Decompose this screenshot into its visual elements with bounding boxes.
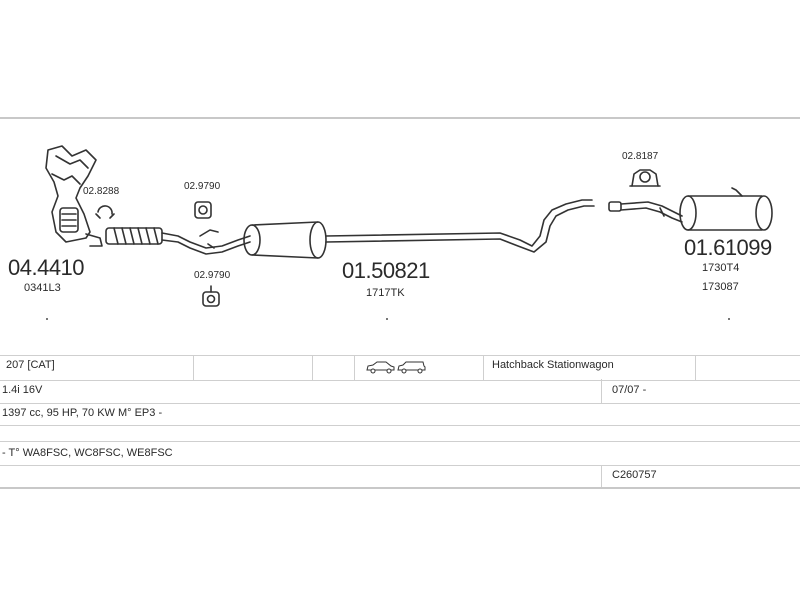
rear-marker bbox=[728, 318, 730, 320]
middle-part-number: 01.50821 bbox=[342, 258, 430, 283]
manifold-part[interactable] bbox=[45, 145, 103, 247]
flex-pipe-part[interactable] bbox=[105, 227, 163, 245]
engine-cell: 1.4i 16V bbox=[2, 384, 43, 396]
stationwagon-car-icon bbox=[397, 361, 426, 374]
middle-sub-number: 1717TK bbox=[366, 287, 405, 299]
clamp-part[interactable] bbox=[95, 205, 115, 219]
mount1-part[interactable] bbox=[194, 201, 212, 219]
codes-cell: - T° WA8FSC, WC8FSC, WE8FSC bbox=[2, 447, 173, 459]
date-cell: 07/07 - bbox=[612, 384, 647, 396]
body-icons bbox=[366, 360, 426, 377]
table-row-specs: 1397 cc, 95 HP, 70 KW M° EP3 - bbox=[0, 403, 800, 426]
specs-cell: 1397 cc, 95 HP, 70 KW M° EP3 - bbox=[2, 407, 163, 419]
rear-mount-part[interactable] bbox=[629, 169, 661, 187]
table-row-ref: C260757 bbox=[0, 465, 800, 489]
ref-cell: C260757 bbox=[612, 469, 657, 481]
table-row-engine: 1.4i 16V 07/07 - bbox=[0, 379, 800, 404]
table-row-model: 207 [CAT] Hatchback Stationwagon bbox=[0, 355, 800, 381]
mount1-part-number: 02.9790 bbox=[184, 181, 221, 192]
rear-part-number: 01.61099 bbox=[684, 235, 772, 260]
mount2-part[interactable] bbox=[202, 285, 220, 307]
middle-marker bbox=[386, 318, 388, 320]
manifold-marker bbox=[46, 318, 48, 320]
table-row-codes: - T° WA8FSC, WC8FSC, WE8FSC bbox=[0, 441, 800, 466]
rear-mount-part-number: 02.8187 bbox=[622, 151, 659, 162]
front-pipe[interactable] bbox=[161, 232, 251, 249]
intermediate-pipe[interactable] bbox=[325, 199, 595, 253]
rear-sub-number-2: 173087 bbox=[702, 281, 739, 293]
table-row-blank bbox=[0, 425, 800, 442]
manifold-part-number: 04.4410 bbox=[8, 255, 85, 280]
rear-silencer-part[interactable] bbox=[608, 187, 773, 231]
hatchback-car-icon bbox=[366, 361, 395, 374]
manifold-sub-number: 0341L3 bbox=[24, 282, 61, 294]
exhaust-diagram bbox=[45, 145, 773, 307]
rear-sub-number-1: 1730T4 bbox=[702, 262, 740, 274]
middle-silencer-part[interactable] bbox=[243, 221, 327, 259]
top-border bbox=[0, 117, 800, 119]
body-types-cell: Hatchback Stationwagon bbox=[492, 359, 614, 371]
mount2-part-number: 02.9790 bbox=[194, 270, 231, 281]
clamp-part-number: 02.8288 bbox=[83, 186, 120, 197]
model-cell: 207 [CAT] bbox=[6, 359, 55, 371]
vehicle-table: 207 [CAT] Hatchback Stationwagon 1.4i 16… bbox=[0, 355, 800, 490]
